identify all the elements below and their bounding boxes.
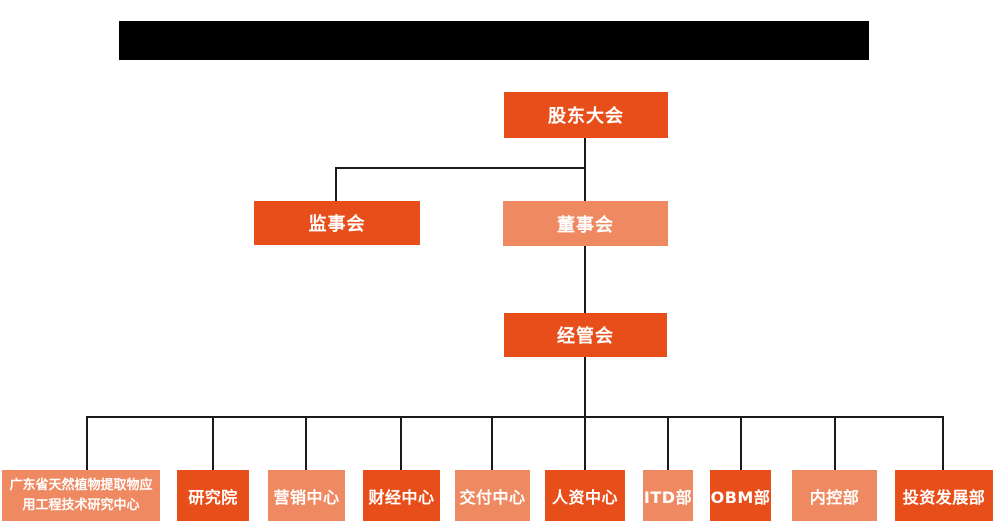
connector-dept-drop: [86, 416, 88, 470]
org-node-research-center: 广东省天然植物提取物应用工程技术研究中心: [2, 470, 160, 521]
org-node-supervisory-board: 监事会: [254, 201, 420, 245]
org-node-itd-department: ITD部: [643, 470, 693, 521]
connector-dept-drop: [400, 416, 402, 470]
connector-board-to-management: [584, 246, 586, 313]
org-node-obm-department: OBM部: [710, 470, 771, 521]
org-node-delivery-center: 交付中心: [455, 470, 530, 521]
connector-management-down: [584, 357, 586, 417]
connector-supervisory-drop: [335, 167, 337, 201]
connector-dept-drop: [212, 416, 214, 470]
org-node-board-of-directors: 董事会: [503, 201, 668, 246]
connector-dept-drop: [491, 416, 493, 470]
connector-dept-drop: [740, 416, 742, 470]
org-node-management-committee: 经管会: [504, 313, 667, 357]
org-node-shareholders-meeting: 股东大会: [504, 92, 668, 138]
connector-dept-drop: [584, 416, 586, 470]
org-node-internal-control-department: 内控部: [792, 470, 877, 521]
org-node-marketing-center: 营销中心: [268, 470, 345, 521]
connector-dept-drop: [834, 416, 836, 470]
org-node-hr-center: 人资中心: [545, 470, 625, 521]
connector-dept-drop: [942, 416, 944, 470]
org-node-research-institute: 研究院: [177, 470, 249, 521]
connector-dept-drop: [305, 416, 307, 470]
connector-root-vertical: [584, 138, 586, 201]
org-node-finance-center: 财经中心: [363, 470, 440, 521]
org-node-investment-development-department: 投资发展部: [895, 470, 993, 521]
connector-level2-horizontal: [335, 167, 586, 169]
connector-departments-horizontal: [86, 416, 944, 418]
redacted-title-bar: [119, 21, 869, 60]
connector-dept-drop: [667, 416, 669, 470]
